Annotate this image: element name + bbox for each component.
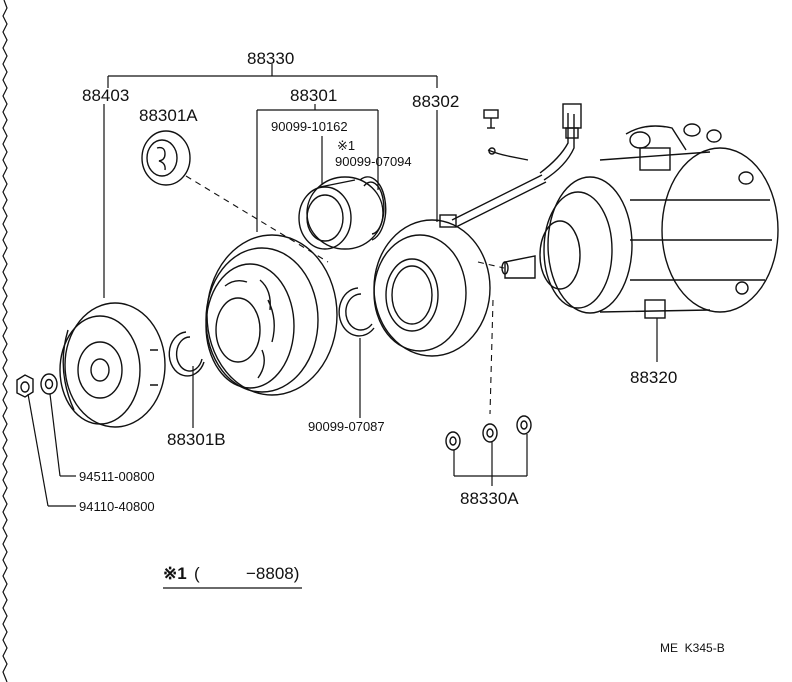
label-compressor: 88320 — [630, 368, 677, 387]
footnote: ※1 ( −8808) — [163, 564, 302, 589]
stator-coil-part — [373, 113, 575, 357]
label-bearing: 90099-10162 — [271, 119, 348, 134]
label-shims: 88330A — [460, 489, 519, 508]
footnote-paren: ( — [194, 564, 200, 583]
label-snap-ring-upper: 90099-07094 — [335, 154, 412, 169]
label-pulley-hub: 88403 — [82, 86, 129, 105]
compressor-part — [501, 123, 779, 319]
label-snap-ring-left: 88301B — [167, 430, 226, 449]
shim-part-1 — [445, 431, 461, 451]
alignment-dashes — [185, 175, 505, 415]
pulley-hub-part — [59, 302, 166, 428]
label-cover: 88301A — [139, 106, 198, 125]
label-washer: 94511-00800 — [79, 469, 155, 484]
label-stator-coil: 88302 — [412, 92, 459, 111]
label-snap-ring-lower: 90099-07087 — [308, 419, 385, 434]
label-assembly: 88330 — [247, 49, 294, 68]
label-pulley-assy: 88301 — [290, 86, 337, 105]
connector-part — [487, 103, 582, 161]
snap-ring-lower-part — [338, 287, 375, 337]
left-border-zigzag — [2, 0, 8, 682]
footnote-marker: ※1 — [163, 564, 187, 583]
pulley-part — [205, 234, 338, 396]
bearing-part — [298, 176, 384, 250]
nut-part — [16, 374, 34, 398]
label-footnote-marker: ※1 — [337, 138, 355, 153]
label-nut: 94110-40800 — [79, 499, 155, 514]
washer-part — [40, 373, 58, 395]
pulley-cover-part — [141, 130, 191, 186]
leader-lines — [27, 64, 658, 507]
footnote-range: −8808) — [246, 564, 299, 583]
screw-part — [483, 109, 499, 129]
snap-ring-left-part — [168, 331, 205, 377]
shim-part-2 — [482, 423, 498, 443]
catalog-reference: ME K345-B — [660, 641, 725, 655]
snap-ring-upper-part — [359, 176, 387, 241]
shim-part-3 — [516, 415, 532, 435]
